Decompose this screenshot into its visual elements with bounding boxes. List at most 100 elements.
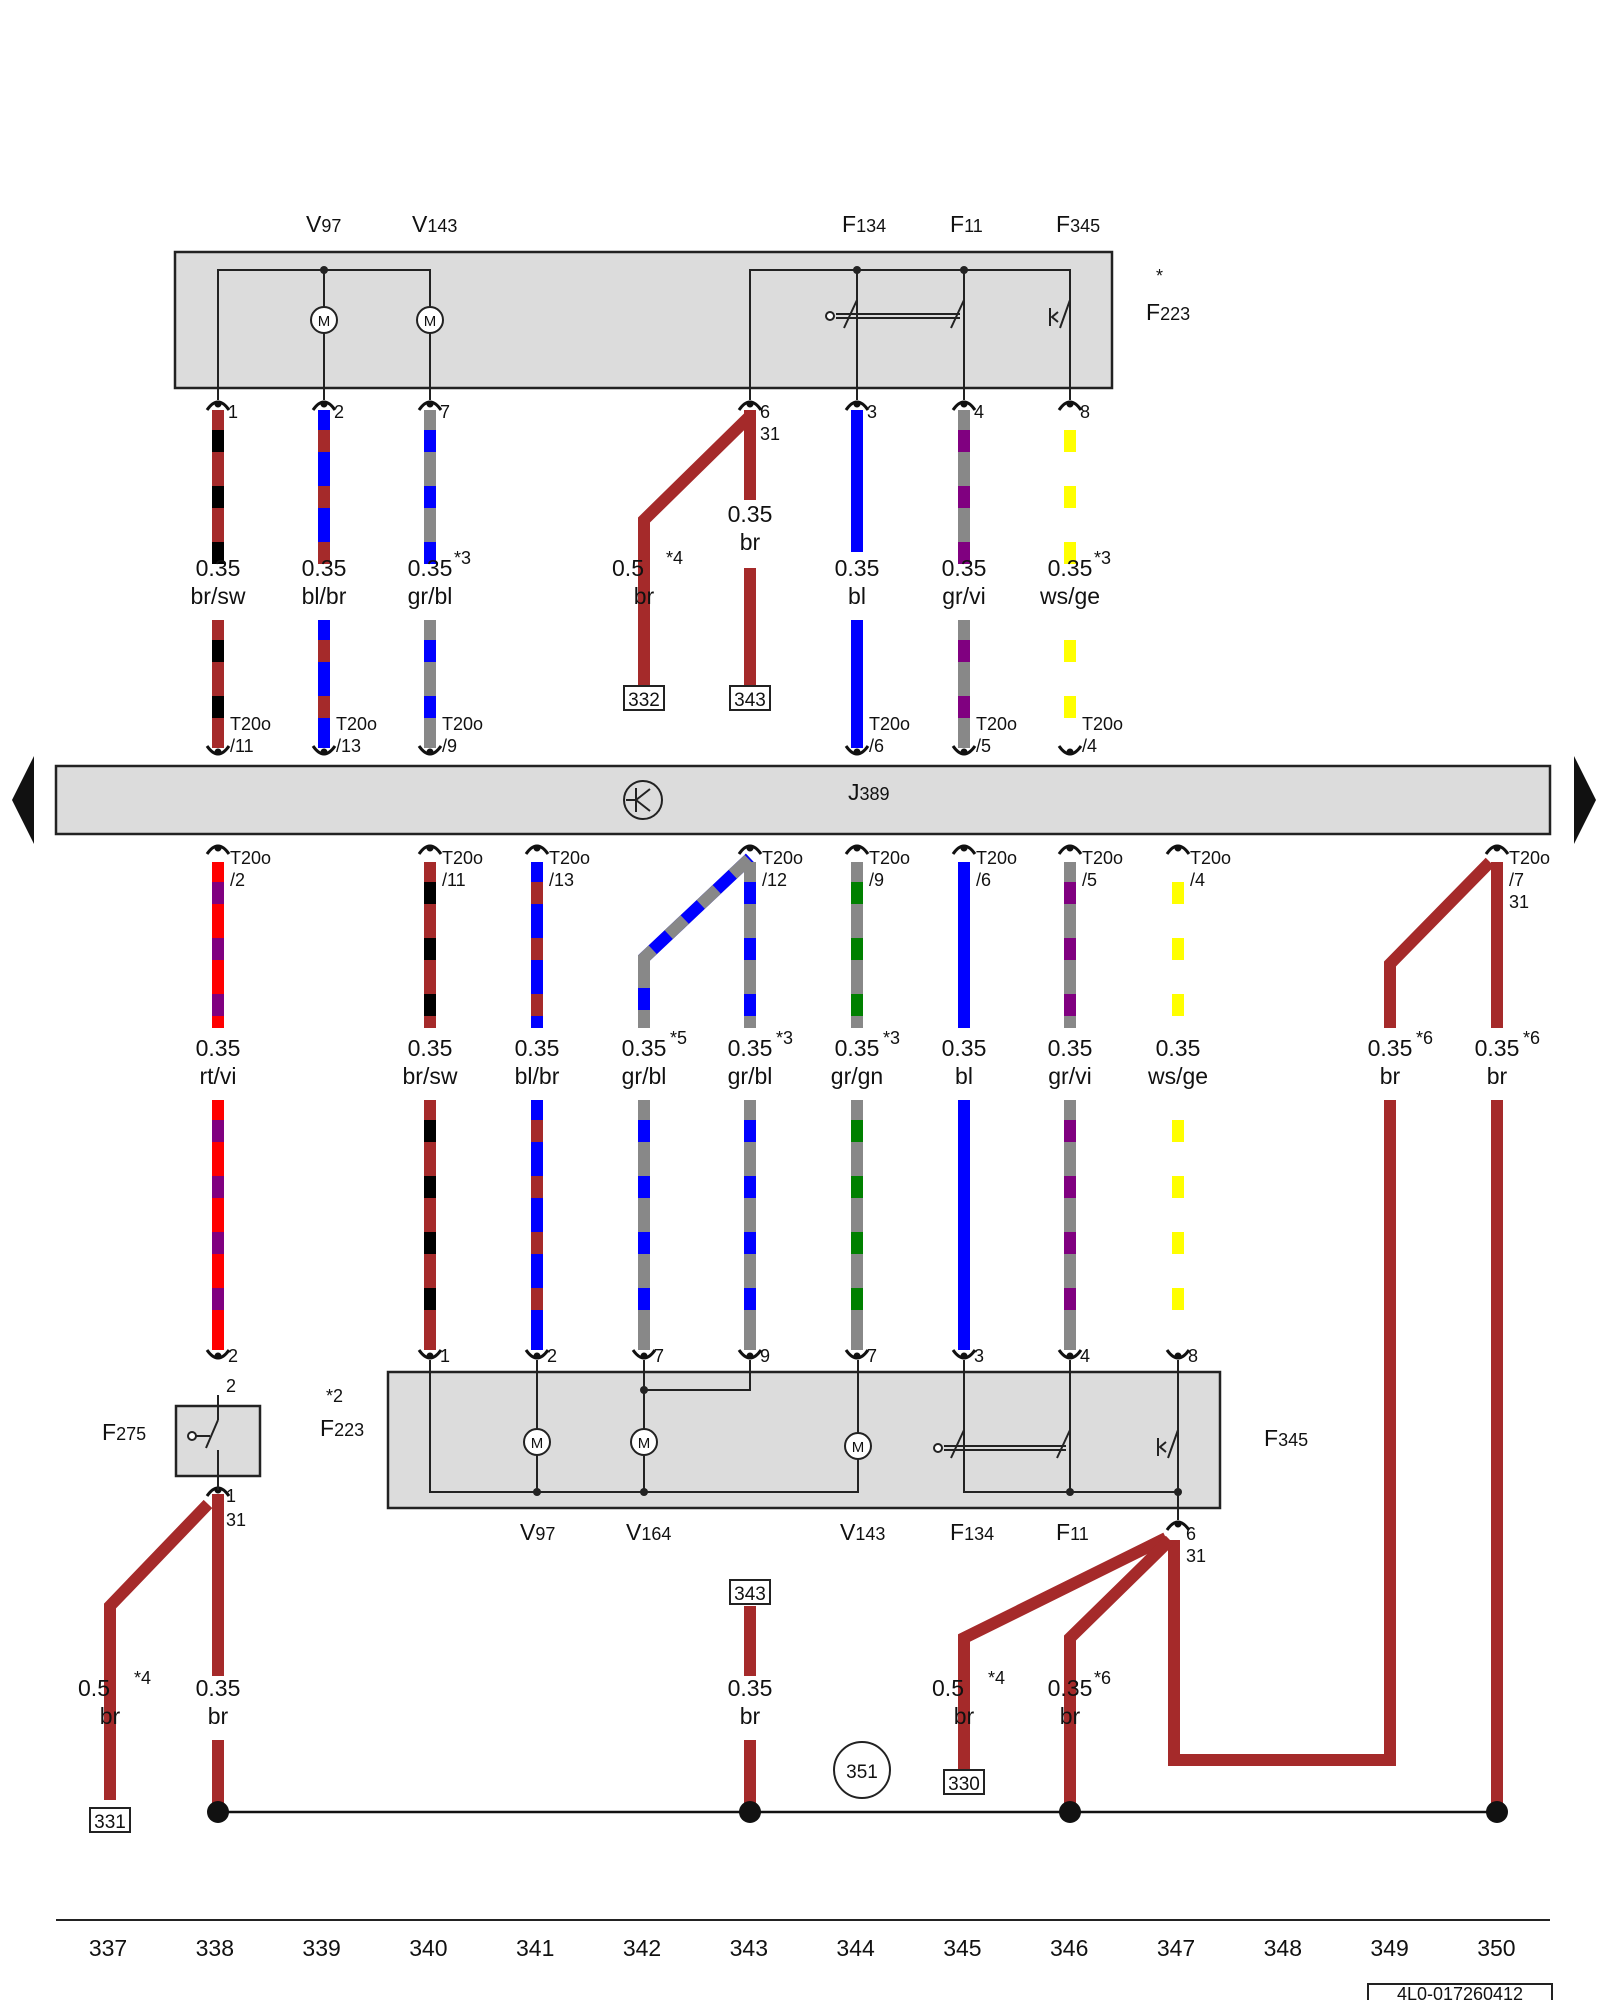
wire-label: br: [1060, 1703, 1081, 1729]
connector-pin-label: /7: [1509, 870, 1524, 890]
ground-point-label: 351: [846, 1762, 878, 1783]
connector-pin-label: /11: [230, 736, 254, 756]
page-reference: 330: [948, 1774, 980, 1795]
wire-label: 0.35: [196, 555, 241, 581]
connector-label: T20o: [1082, 714, 1123, 734]
connector-label: T20o: [976, 714, 1017, 734]
wire-label: 0.35: [942, 555, 987, 581]
motor-icon: M: [310, 306, 338, 334]
wire-segment: [744, 1606, 756, 1676]
j389-bar: [54, 764, 1552, 836]
connector-pin: [844, 844, 870, 855]
connector-pin: [844, 745, 870, 756]
wire-note: *3: [883, 1028, 900, 1048]
wire-segment: [318, 410, 330, 564]
column-number: 339: [302, 1935, 340, 1961]
wire-segment: [318, 620, 330, 748]
pin-number: 7: [867, 1346, 877, 1366]
wire-segment: [212, 862, 224, 1028]
wire-note: *6: [1523, 1028, 1540, 1048]
connector-pin: [951, 844, 977, 855]
nav-arrow-right[interactable]: [1574, 756, 1596, 844]
wire-label: br: [100, 1703, 121, 1729]
switch-icon: [187, 1395, 219, 1490]
connector-pin: [844, 1349, 870, 1360]
wire-note: *6: [1094, 1668, 1111, 1688]
wire-segment: [424, 410, 436, 564]
pin-number: 8: [1188, 1346, 1198, 1366]
connector-pin-label: /9: [442, 736, 457, 756]
connector-pin: [524, 844, 550, 855]
label-V143: V143: [412, 211, 457, 237]
ground-node: [739, 1801, 761, 1823]
wire-label: br: [1487, 1063, 1508, 1089]
connector-pin-label: /6: [869, 736, 884, 756]
column-number: 344: [836, 1935, 875, 1961]
wire-bend: [1168, 1100, 1396, 1766]
transistor-icon: [623, 780, 663, 820]
connector-pin-label: /4: [1082, 736, 1097, 756]
pin-number: 2: [547, 1346, 557, 1366]
lower-junction-dots: [533, 1386, 1182, 1496]
wire-bend: [638, 411, 755, 690]
nav-arrow-left[interactable]: [12, 756, 34, 844]
page-reference-box: [943, 1769, 985, 1795]
footer-code: 4L0-017260412: [1397, 1984, 1523, 2000]
wire-segment: [424, 620, 436, 748]
wire-segment: [958, 862, 970, 1028]
wire-label: 0.35: [1048, 1675, 1093, 1701]
wire-bend: [104, 1499, 213, 1800]
wire-label: bl/br: [515, 1063, 560, 1089]
pin-number: 1: [440, 1346, 450, 1366]
column-number: 347: [1157, 1935, 1195, 1961]
wire-label: 0.35: [622, 1035, 667, 1061]
column-number: 343: [730, 1935, 768, 1961]
wire-segment: [1172, 862, 1184, 1028]
wire-label: br/sw: [403, 1063, 458, 1089]
wire-segment: [531, 1100, 543, 1350]
wire-label: 0.35: [302, 555, 347, 581]
connector-pin: [1057, 1349, 1083, 1360]
connector-pin: [524, 1349, 550, 1360]
wire-segment: [1491, 862, 1503, 1028]
label-F223b-star: *2: [326, 1386, 343, 1406]
column-number: 338: [196, 1935, 234, 1961]
connector-pin-label: /6: [976, 870, 991, 890]
wire-label: 0.35: [1475, 1035, 1520, 1061]
wire-label: ws/ge: [1147, 1063, 1208, 1089]
motor-icon: M: [844, 1432, 872, 1460]
ground-point-351: [833, 1741, 891, 1799]
wire-segment: [851, 862, 863, 1028]
pin-number: 2: [228, 1346, 238, 1366]
connector-label: T20o: [230, 848, 271, 868]
wire-label: br: [740, 1703, 761, 1729]
pin-f275-bot2: 31: [226, 1510, 246, 1530]
connector-pin: [205, 745, 231, 756]
connector-pin-label: /13: [336, 736, 361, 756]
wire-label: ws/ge: [1039, 583, 1100, 609]
wire-label: gr/bl: [408, 583, 453, 609]
connector-label: T20o: [869, 714, 910, 734]
column-number: 337: [89, 1935, 127, 1961]
connector-pin-label: /12: [762, 870, 787, 890]
connector-pin: [205, 844, 231, 855]
connector-pin: [951, 745, 977, 756]
pin-number: 8: [1080, 402, 1090, 422]
wire-segment: [1064, 1100, 1076, 1350]
svg-text:M: M: [531, 1435, 544, 1452]
wire-label: gr/bl: [622, 1063, 667, 1089]
label-F345: F345: [1056, 211, 1100, 237]
pin-number: 4: [974, 402, 984, 422]
wire-label: gr/gn: [831, 1063, 883, 1089]
lower-component-box: [386, 1370, 1222, 1510]
connector-pin: [737, 844, 763, 855]
motor-icon: M: [523, 1428, 551, 1456]
label-V143b: V143: [840, 1519, 885, 1545]
connector-label: T20o: [549, 848, 590, 868]
wire-segment: [638, 1100, 650, 1350]
connector-pin-label: /9: [869, 870, 884, 890]
wire-label: br: [208, 1703, 229, 1729]
wire-label: 0.35: [835, 1035, 880, 1061]
pin-number: 3: [974, 1346, 984, 1366]
